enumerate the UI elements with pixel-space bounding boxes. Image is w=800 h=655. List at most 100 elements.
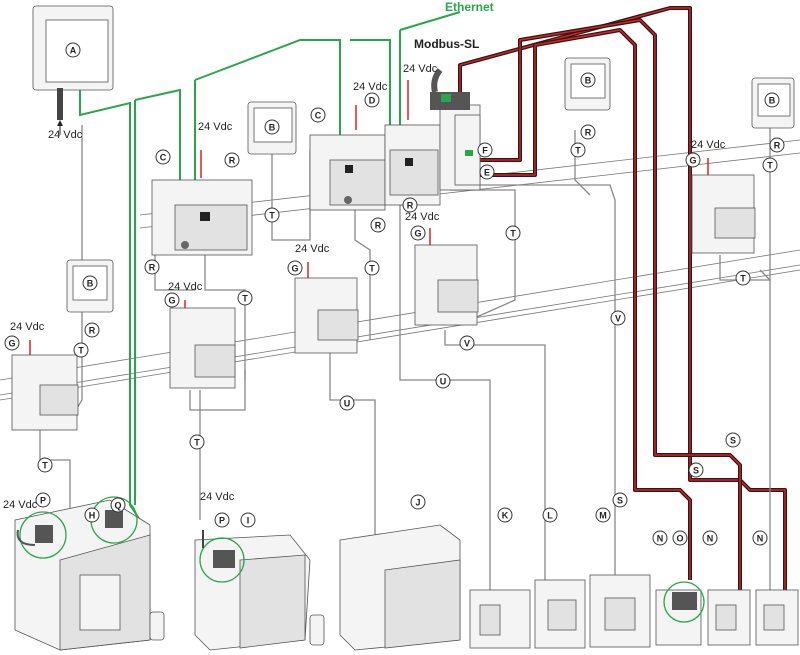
callout-r: R [774, 141, 781, 151]
callout-r: R [407, 201, 414, 211]
callout-r-circle [580, 124, 596, 140]
callout-t: T [369, 264, 375, 274]
callout-g-circle [4, 335, 20, 351]
callout-t: T [510, 229, 516, 239]
callout-s: S [617, 496, 623, 506]
callout-n: N [657, 534, 664, 544]
power-label-p1: 24 Vdc [3, 499, 38, 511]
callout-n: N [707, 534, 714, 544]
callout-s-circle [725, 432, 741, 448]
device-l-breaker [534, 579, 586, 649]
callout-g-circle [410, 225, 426, 241]
device-m-switch [589, 574, 651, 648]
callout-i: I [247, 516, 250, 526]
callout-e-circle [479, 164, 495, 180]
callout-u: U [440, 377, 447, 387]
device-b-display-2 [564, 57, 611, 111]
callout-l-circle [542, 507, 558, 523]
power-label-a: 24 Vdc [48, 129, 83, 141]
callout-r-circle [224, 152, 240, 168]
callout-t-circle [762, 157, 778, 173]
callout-s-circle [688, 462, 704, 478]
callout-g: G [168, 296, 175, 306]
callout-t-circle [264, 207, 280, 223]
power-wires [29, 80, 709, 355]
device-g-module-4 [414, 244, 479, 326]
callout-t: T [740, 274, 746, 284]
callout-t: T [269, 211, 275, 221]
callout-a: A [70, 46, 77, 56]
callout-t-circle [73, 342, 89, 358]
callout-i-circle [240, 512, 256, 528]
callout-g: G [8, 339, 15, 349]
ethernet-label: Ethernet [445, 0, 494, 14]
callout-t: T [42, 461, 48, 471]
callout-e: E [484, 168, 490, 178]
device-g-module-1 [11, 354, 79, 431]
power-label-d: 24 Vdc [353, 81, 388, 93]
callout-r: R [375, 221, 382, 231]
callout-t-circle [364, 260, 380, 276]
device-g-module-5 [691, 174, 756, 254]
power-labels: 24 Vdc 24 Vdc 24 Vdc 24 Vdc 24 Vdc 24 Vd… [3, 63, 726, 511]
callout-q-circle [110, 497, 126, 513]
callout-t-circle [189, 434, 205, 450]
callout-r: R [89, 326, 96, 336]
callout-t-circle [735, 270, 751, 286]
callout-v: V [615, 314, 621, 324]
device-g-module-3 [294, 277, 359, 354]
callout-n-circle [702, 530, 718, 546]
callout-k-circle [497, 507, 513, 523]
power-label-g1: 24 Vdc [10, 321, 45, 333]
callout-r-circle [769, 137, 785, 153]
callout-v-circle [610, 310, 626, 326]
callout-j-circle [410, 494, 426, 510]
callout-s: S [730, 436, 736, 446]
callout-g: G [689, 156, 696, 166]
callout-n-circle [652, 530, 668, 546]
callout-f-circle [477, 142, 493, 158]
modbus-cables [438, 6, 787, 600]
callout-t-circle [570, 142, 586, 158]
device-n-breaker-3 [755, 589, 799, 646]
callout-v-circle [459, 335, 475, 351]
callout-c-circle [155, 149, 171, 165]
callout-p-circle [214, 512, 230, 528]
device-c-module-center [309, 134, 386, 211]
callout-m: M [599, 511, 607, 521]
callout-s: S [693, 466, 699, 476]
ethernet-cables [79, 11, 461, 521]
callout-o-circle [672, 530, 688, 546]
power-label-c: 24 Vdc [198, 121, 233, 133]
callout-d-circle [364, 92, 380, 108]
device-j-breaker [339, 524, 461, 651]
callout-b-circle [264, 119, 280, 135]
callout-c: C [160, 153, 167, 163]
callout-t: T [78, 346, 84, 356]
callout-k: K [502, 511, 509, 521]
callout-r: R [585, 128, 592, 138]
device-i-breaker [194, 530, 325, 651]
device-n-breaker-1 [655, 581, 705, 646]
callout-n-circle [752, 530, 768, 546]
callout-c: C [315, 111, 322, 121]
callout-t-circle [505, 225, 521, 241]
callout-t: T [767, 161, 773, 171]
device-a-hmi-display [32, 5, 114, 135]
device-h-breaker [14, 496, 165, 651]
callout-t-circle [237, 290, 253, 306]
callout-d: D [369, 96, 376, 106]
device-c-module-left [151, 179, 253, 256]
power-label-d2: 24 Vdc [403, 63, 438, 75]
callout-a-circle [65, 42, 81, 58]
callout-v: V [464, 339, 470, 349]
callout-r-circle [84, 322, 100, 338]
callout-r: R [149, 263, 156, 273]
power-label-g5: 24 Vdc [691, 139, 726, 151]
callout-b: B [585, 76, 592, 86]
callout-q: Q [114, 501, 121, 511]
callout-p: P [219, 516, 225, 526]
power-label-g4: 24 Vdc [405, 211, 440, 223]
